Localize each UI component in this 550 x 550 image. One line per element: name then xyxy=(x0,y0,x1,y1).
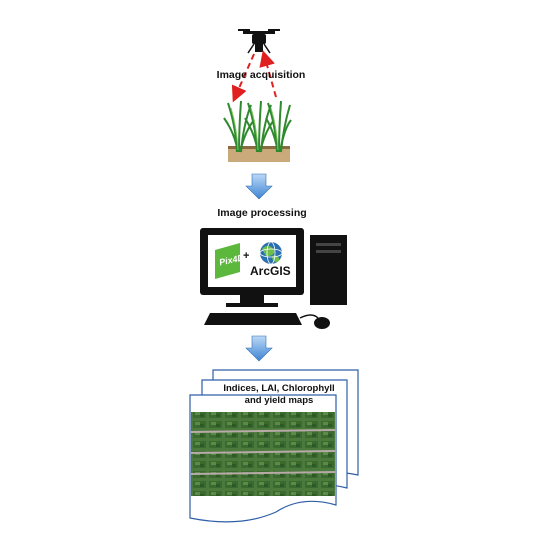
maps-stack-icon xyxy=(189,369,359,523)
computer-icon xyxy=(200,228,347,329)
pix4d-logo-icon xyxy=(215,243,240,279)
arcgis-label: ArcGIS xyxy=(250,264,291,278)
flow-arrow-2 xyxy=(245,335,273,362)
maps-title: Indices, LAI, Chlorophyll and yield maps xyxy=(223,383,335,406)
drone-icon xyxy=(238,29,280,54)
plants-icon xyxy=(223,100,292,162)
flow-arrow-1 xyxy=(245,173,273,200)
mouse-icon xyxy=(314,317,330,329)
arcgis-globe-icon xyxy=(259,241,283,265)
field-map-image xyxy=(191,412,335,496)
keyboard-icon xyxy=(204,313,302,325)
signal-down-arrow xyxy=(231,53,255,103)
signal-arrows xyxy=(231,50,277,103)
field-plot-lines xyxy=(190,429,336,475)
tower-icon xyxy=(310,235,347,305)
step-image-processing-label: Image processing xyxy=(217,207,307,219)
signal-up-arrow xyxy=(259,50,277,98)
step-image-acquisition-label: Image acquisition xyxy=(216,69,306,81)
plus-sign: + xyxy=(243,250,250,262)
